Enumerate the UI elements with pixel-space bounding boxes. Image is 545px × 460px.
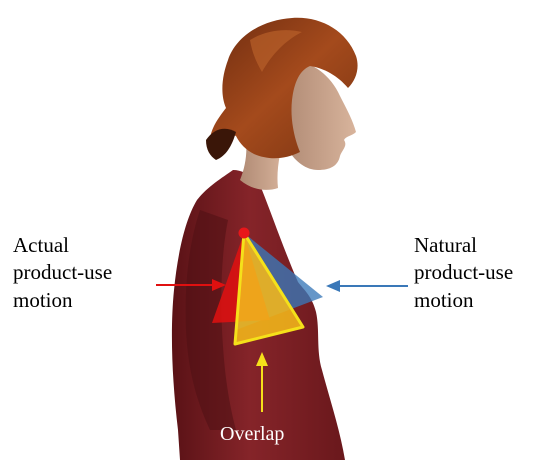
actual-motion-label-line-3: motion [13,287,112,314]
actual-motion-label-line-2: product-use [13,259,112,286]
natural-motion-label-line-2: product-use [414,259,513,286]
overlap-label: Overlap [220,421,284,447]
hair-back-strands [206,129,236,160]
natural-motion-label-line-3: motion [414,287,513,314]
actual-motion-label: Actual product-use motion [13,232,112,314]
natural-motion-label-line-1: Natural [414,232,513,259]
shoulder-pivot-point [239,228,250,239]
actual-motion-label-line-1: Actual [13,232,112,259]
natural-motion-label: Natural product-use motion [414,232,513,314]
natural-motion-arrowhead [326,280,340,292]
